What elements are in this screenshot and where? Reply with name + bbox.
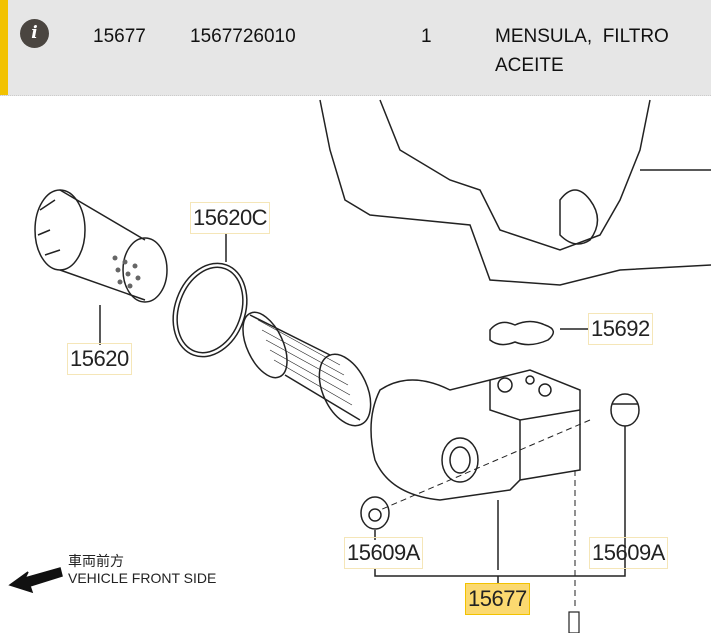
gasket-drawing	[489, 320, 588, 346]
selected-part-row[interactable]: i 15677 1567726010 1 MENSULA, FILTRO ACE…	[0, 0, 711, 96]
vehicle-front-label: 車両前方 VEHICLE FRONT SIDE	[68, 553, 216, 587]
description: MENSULA, FILTRO ACEITE	[495, 22, 669, 80]
description-line1: MENSULA, FILTRO	[495, 26, 669, 47]
vehicle-front-jp: 車両前方	[68, 553, 124, 569]
info-icon[interactable]: i	[20, 19, 49, 48]
vehicle-front-en: VEHICLE FRONT SIDE	[68, 570, 217, 586]
o-ring-drawing	[172, 234, 248, 358]
callout-15692[interactable]: 15692	[588, 313, 653, 345]
parts-diagram	[8, 99, 711, 633]
plug-drawings	[360, 393, 640, 633]
callout-bracket	[374, 568, 626, 584]
selection-indicator	[0, 0, 8, 95]
oil-filter-bracket-drawing	[370, 369, 581, 570]
oil-filter-cap-drawing	[34, 189, 168, 345]
oil-filter-element-drawing	[242, 311, 372, 427]
description-line2: ACEITE	[495, 55, 564, 76]
front-arrow-icon	[8, 567, 63, 594]
quantity: 1	[421, 26, 432, 47]
callout-15677-highlighted[interactable]: 15677	[465, 583, 530, 615]
callout-15609A-right[interactable]: 15609A	[589, 537, 668, 569]
callout-15609A-left[interactable]: 15609A	[344, 537, 423, 569]
ref-number: 15677	[93, 26, 146, 47]
callout-15620C[interactable]: 15620C	[190, 202, 271, 234]
part-number: 1567726010	[190, 26, 296, 47]
engine-block-outline	[319, 99, 711, 286]
callout-15620[interactable]: 15620	[67, 343, 132, 375]
